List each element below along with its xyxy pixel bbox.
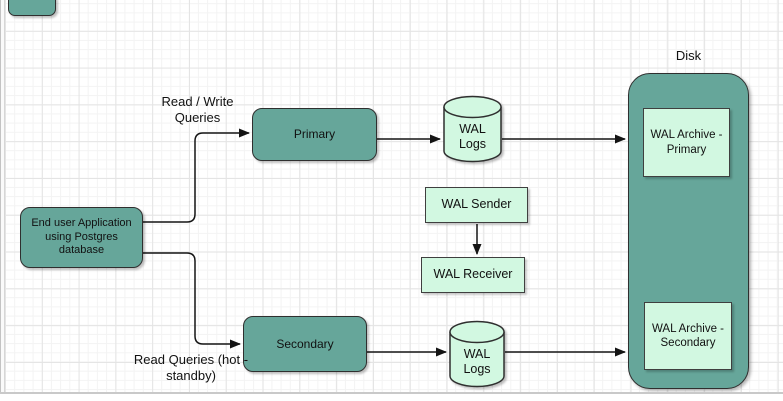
corner-shape[interactable] [8, 0, 56, 16]
disk-title[interactable]: Disk [675, 48, 702, 63]
edge-app-to-secondary[interactable] [143, 252, 241, 349]
read-queries-hot-standby-label[interactable]: Read Queries (hot - standby) [133, 352, 249, 383]
page-boundary-line [0, 392, 783, 401]
primary-node[interactable]: Primary [252, 108, 377, 161]
wal-archive-secondary-node[interactable]: WAL Archive - Secondary [644, 302, 732, 370]
secondary-node[interactable]: Secondary [243, 316, 367, 372]
cylinder-icon [443, 95, 502, 163]
wal-receiver-node[interactable]: WAL Receiver [421, 257, 525, 293]
read-write-queries-label[interactable]: Read / Write Queries [161, 94, 234, 125]
wal-archive-primary-node[interactable]: WAL Archive - Primary [643, 108, 730, 177]
cylinder-icon [449, 320, 505, 388]
edge-app-to-primary[interactable] [143, 128, 250, 223]
wal-logs-primary-cylinder[interactable]: WAL Logs [443, 95, 502, 163]
wal-logs-secondary-label: WAL Logs [463, 347, 491, 376]
wal-sender-node[interactable]: WAL Sender [425, 187, 528, 223]
wal-logs-primary-label: WAL Logs [458, 122, 487, 151]
canvas-left-edge [0, 0, 5, 401]
end-user-app-node[interactable]: End user Application using Postgres data… [20, 207, 143, 268]
wal-logs-secondary-cylinder[interactable]: WAL Logs [449, 320, 505, 388]
